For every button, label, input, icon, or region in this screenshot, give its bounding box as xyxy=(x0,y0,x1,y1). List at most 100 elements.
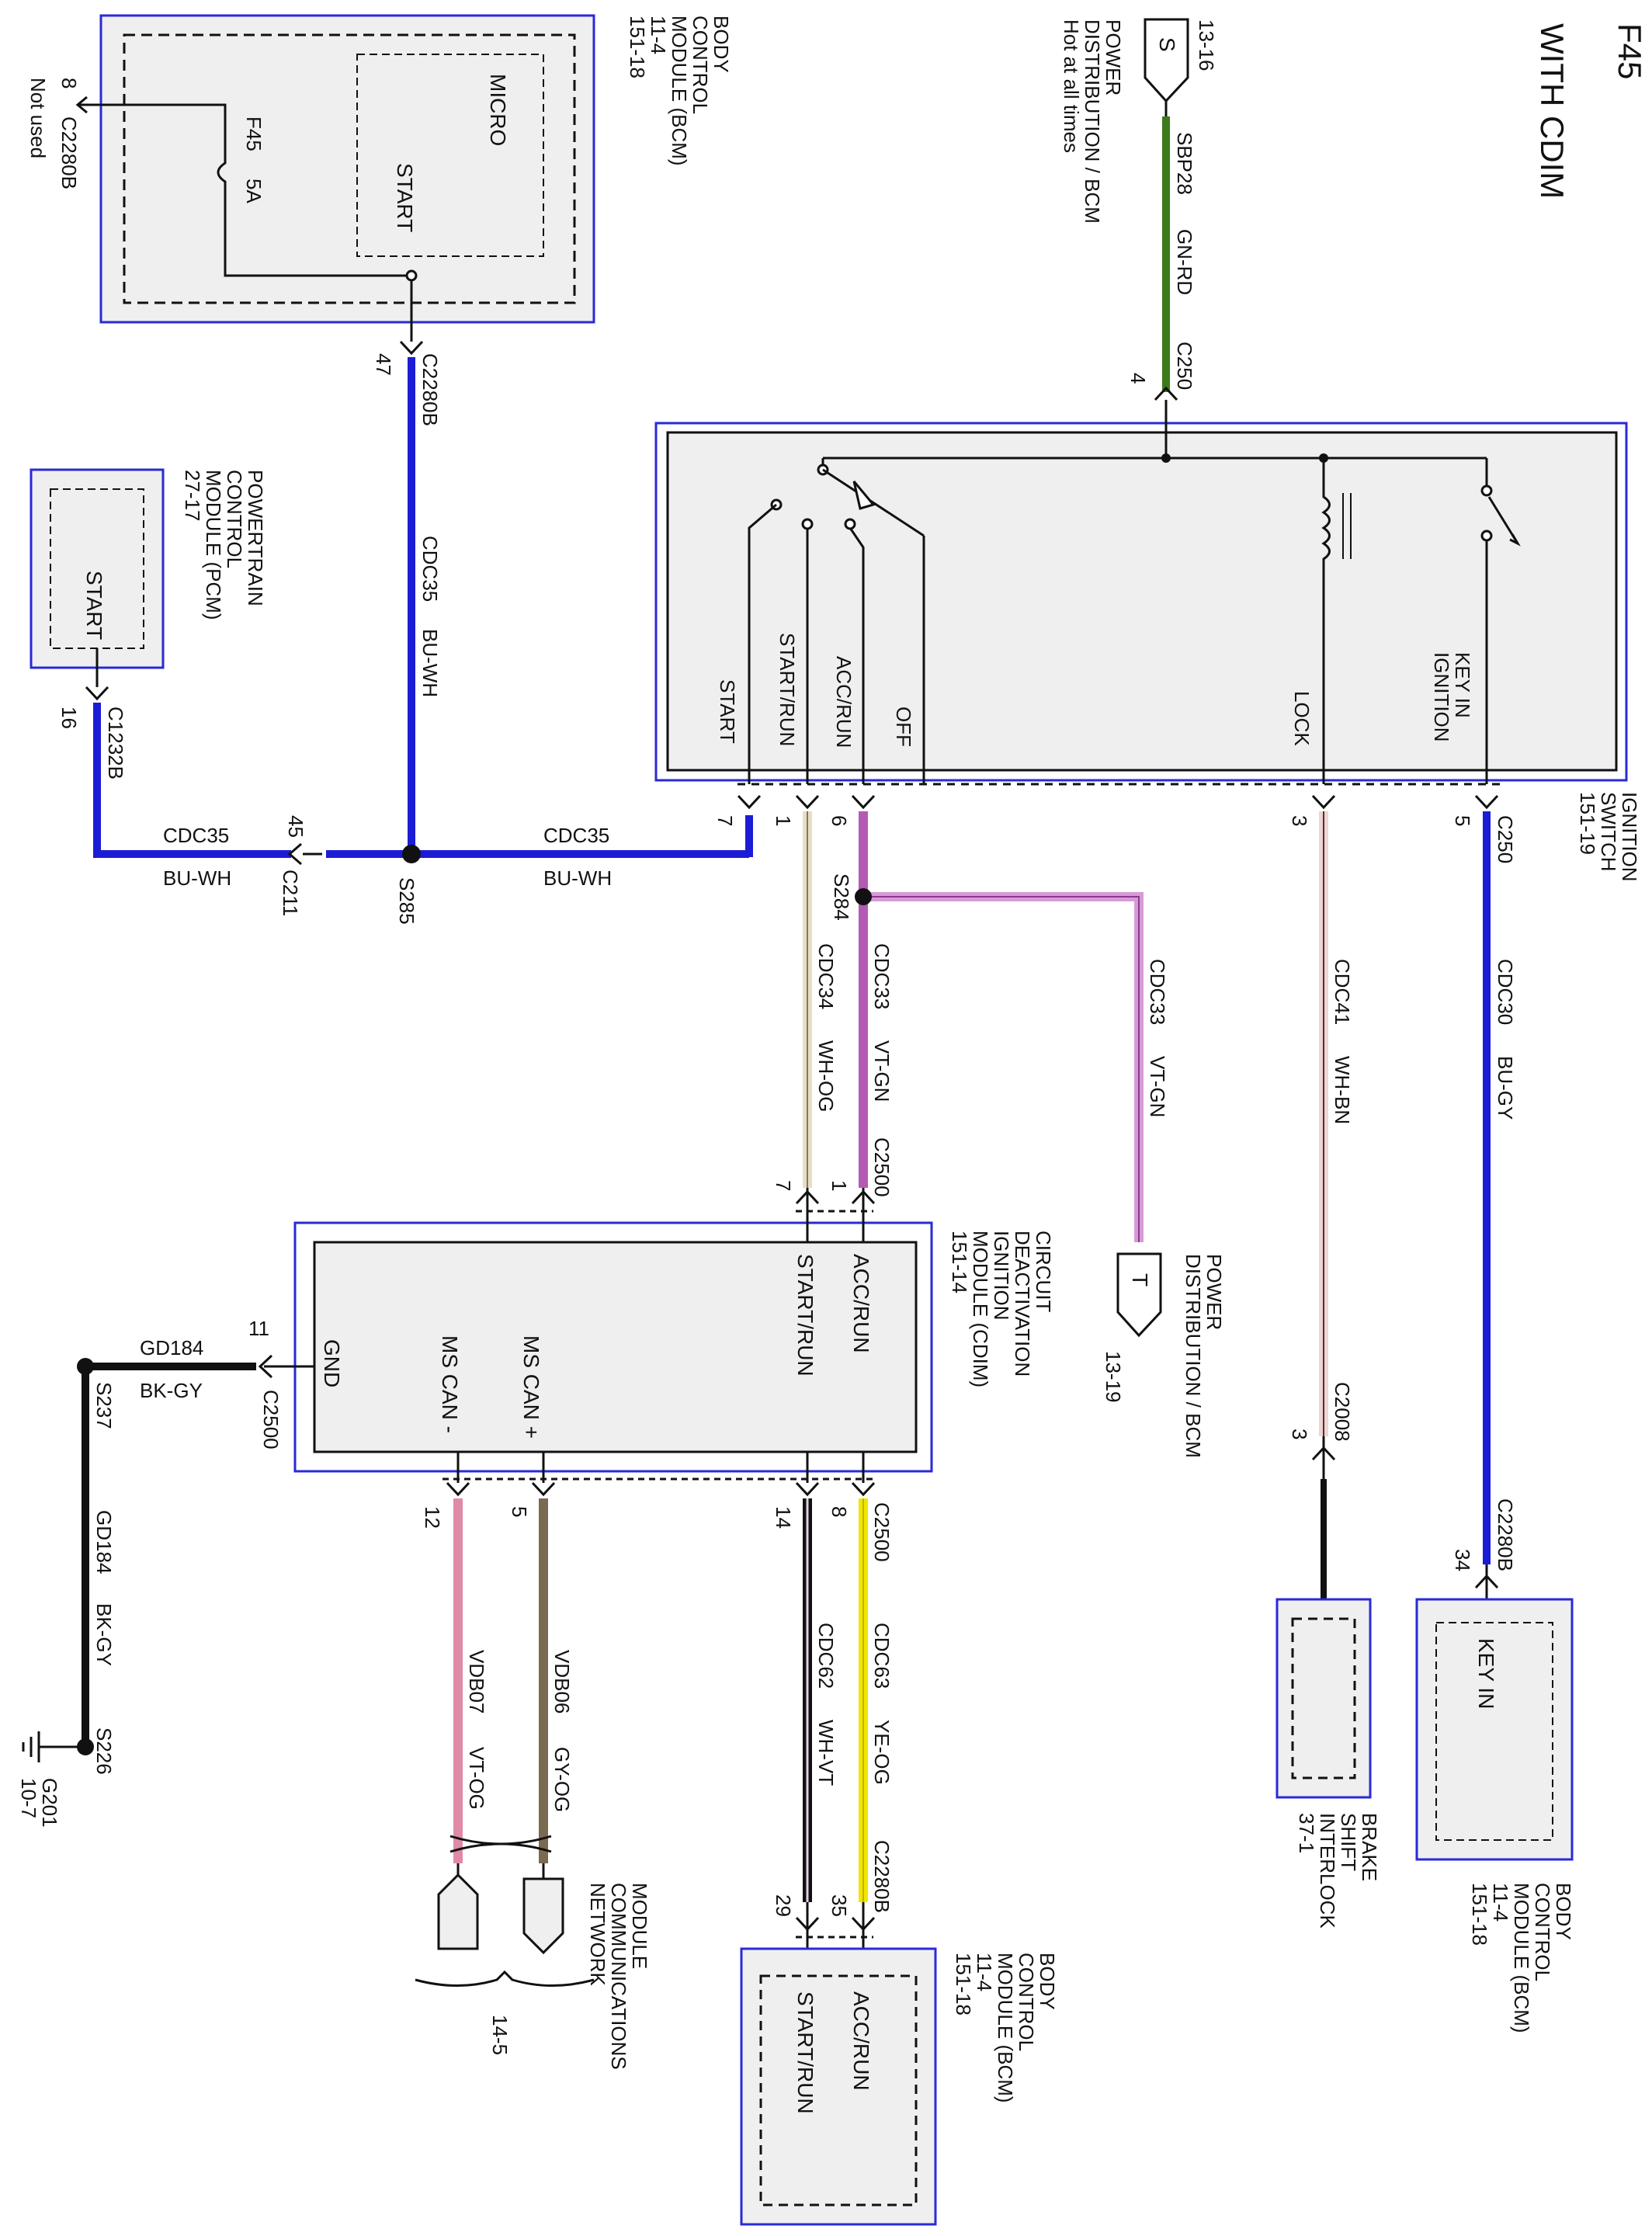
power-dist-t-block xyxy=(1116,1252,1162,1338)
s226-label: S226 xyxy=(92,1727,116,1775)
c2500-top-pin-7: 7 xyxy=(772,1180,795,1191)
cdim-line-2: DEACTIVATION xyxy=(1011,1231,1034,1377)
pcm-module xyxy=(30,468,165,669)
cdc63-circuit: CDC63 xyxy=(870,1623,894,1689)
ign-pin-7: 7 xyxy=(713,815,737,826)
ign-line-2: SWITCH xyxy=(1597,792,1620,872)
c250-4-id: C250 xyxy=(1173,342,1196,390)
bcm-top-line-1: BODY xyxy=(710,16,733,73)
c2500-bottom-pin-5: 5 xyxy=(508,1506,531,1517)
cdc35-vert-circuit: CDC35 xyxy=(418,536,442,602)
ign-label-lock: LOCK xyxy=(1290,691,1314,746)
c2008-id: C2008 xyxy=(1331,1382,1354,1442)
cdim-line-1: CIRCUIT xyxy=(1032,1231,1055,1313)
cdc62-color: WH-VT xyxy=(814,1720,838,1786)
bcm-top-line-5: 151-18 xyxy=(626,16,649,78)
s237-label: S237 xyxy=(92,1382,116,1429)
cdim-label-mscanplus: MS CAN + xyxy=(519,1335,543,1439)
ign-pin-3: 3 xyxy=(1288,815,1311,826)
not-used-arrow xyxy=(75,95,88,114)
power-s-ref: 13-16 xyxy=(1195,19,1218,71)
c2500-bottom-pin-12: 12 xyxy=(421,1506,444,1529)
c2500-bottom-pin-14: 14 xyxy=(772,1506,795,1529)
brake-line-2: SHIFT xyxy=(1337,1813,1360,1871)
mcn-line-1: MODULE xyxy=(628,1883,651,1969)
cdc33-a-circuit: CDC33 xyxy=(870,943,894,1009)
pcm-line-1: POWERTRAIN xyxy=(244,470,267,606)
cdim-module xyxy=(293,1210,933,1481)
wire-cdc35-pcm xyxy=(93,703,291,858)
c211-id: C211 xyxy=(279,870,302,916)
power-t-line-1: POWER xyxy=(1203,1254,1226,1330)
cdc35-a-circuit: CDC35 xyxy=(163,824,229,847)
sbp28-color: GN-RD xyxy=(1173,229,1196,295)
c1232b-id: C1232B xyxy=(104,707,127,779)
power-s-line-3: Hot at all times xyxy=(1060,19,1083,153)
g201-label: G201 xyxy=(38,1778,61,1828)
not-used-pin: 8 xyxy=(57,78,81,89)
ground-symbol xyxy=(22,1731,85,1762)
pcm-start-label: START xyxy=(82,571,106,640)
not-used-note: Not used xyxy=(26,78,50,158)
power-t-ref: 13-19 xyxy=(1102,1351,1125,1403)
not-used-connector: C2280B xyxy=(57,116,81,189)
fuse-rating-label: 5A xyxy=(242,179,266,203)
cdc35-b-circuit: CDC35 xyxy=(543,824,609,847)
vdb07-circuit: VDB07 xyxy=(465,1650,488,1713)
bcm-bottom-line-1: BODY xyxy=(1036,1953,1059,2010)
mcn-block-1 xyxy=(437,1873,479,1950)
c2280b-47-pin: 47 xyxy=(372,353,395,376)
bcm-top-line-4: 11-4 xyxy=(647,16,670,54)
cdc34-circuit: CDC34 xyxy=(814,943,838,1009)
mcn-ref: 14-5 xyxy=(488,2015,512,2055)
cdim-output-arrows xyxy=(446,1452,876,1497)
bcm-keyin-line-3: MODULE (BCM) xyxy=(1510,1883,1533,2033)
gd184-b-color: BK-GY xyxy=(92,1603,116,1666)
fuse-f45 xyxy=(78,103,418,282)
cdc63-color: YE-OG xyxy=(870,1720,894,1785)
cdc35-a-color: BU-WH xyxy=(163,866,231,890)
micro-label: MICRO xyxy=(486,74,510,146)
vdb07-color: VT-OG xyxy=(465,1747,488,1810)
cdc30-color: BU-GY xyxy=(1494,1056,1517,1120)
ign-pin-6: 6 xyxy=(828,815,851,826)
c2280b-bottom-pin-35: 35 xyxy=(828,1894,851,1917)
mcn-brace xyxy=(415,1970,595,1987)
cdc41-circuit: CDC41 xyxy=(1331,959,1354,1025)
cdc33-b-color: VT-GN xyxy=(1146,1056,1169,1117)
ignition-switch-module xyxy=(654,400,1628,786)
cdc30-circuit: CDC30 xyxy=(1494,959,1517,1025)
splice-s284 xyxy=(855,888,872,905)
cdc41-color: WH-BN xyxy=(1331,1056,1354,1124)
brake-line-1: BRAKE xyxy=(1358,1813,1381,1881)
g201-ref: 10-7 xyxy=(17,1778,40,1818)
s285-label: S285 xyxy=(395,877,418,925)
c2500-top-pin-1: 1 xyxy=(828,1180,851,1191)
power-s-line-2: DISTRIBUTION / BCM xyxy=(1081,19,1104,224)
c2280b-bottom-id: C2280B xyxy=(870,1840,894,1913)
cdim-line-5: 151-14 xyxy=(948,1231,971,1293)
bcm-bottom-startrun: START/RUN xyxy=(793,1991,817,2114)
mcn-block-2 xyxy=(522,1877,564,1955)
pcm-line-3: MODULE (PCM) xyxy=(202,470,225,620)
bcm-bottom-line-2: CONTROL xyxy=(1015,1953,1038,2051)
bcm-keyin-line-1: BODY xyxy=(1552,1883,1575,1940)
c2280b-34-id: C2280B xyxy=(1494,1498,1517,1571)
page-subtitle: WITH CDIM xyxy=(1534,23,1570,199)
pcm-line-2: CONTROL xyxy=(223,470,246,568)
ign-line-1: IGNITION xyxy=(1618,792,1641,882)
vdb06-circuit: VDB06 xyxy=(550,1650,574,1713)
c2280b-34-pin: 34 xyxy=(1451,1549,1474,1571)
c1232b-pin: 16 xyxy=(57,707,81,729)
bcm-keyin-line-4: 11-4 xyxy=(1489,1883,1512,1922)
twisted-pair xyxy=(449,1835,552,1853)
cdc33-b-circuit: CDC33 xyxy=(1146,959,1169,1025)
mcn-line-3: NETWORK xyxy=(586,1883,609,1987)
bcm-keyin-module xyxy=(1415,1598,1574,1861)
brake-line-3: INTERLOCK xyxy=(1316,1813,1339,1929)
cdim-line-4: MODULE (CDIM) xyxy=(969,1231,992,1387)
ign-output-arrows xyxy=(737,794,1499,810)
bcm-bottom-line-5: 151-18 xyxy=(952,1953,975,2016)
c211-pin: 45 xyxy=(284,815,307,838)
